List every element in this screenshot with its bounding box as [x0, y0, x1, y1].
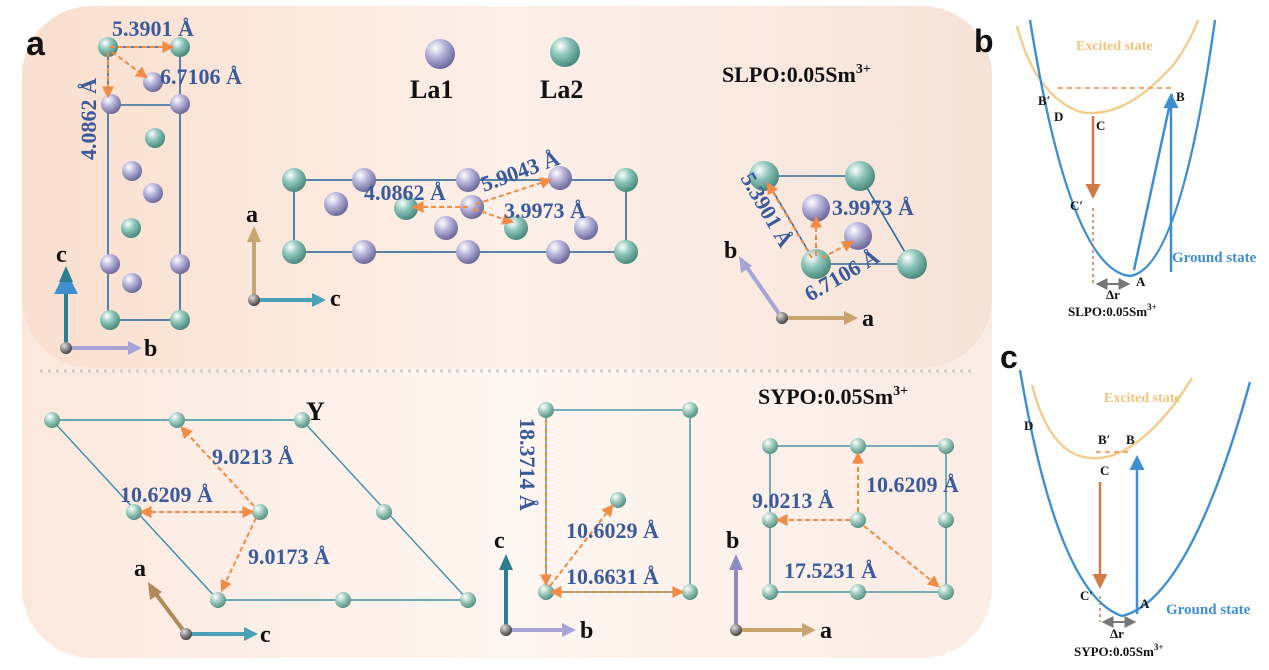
- sypo-structure-ab-view: 9.0213 Å 10.6209 Å 17.5231 Å: [752, 438, 959, 600]
- c-point-C: C: [1100, 463, 1109, 478]
- slpo-distance-6.7106-top: 6.7106 Å: [160, 64, 242, 89]
- sypo-distance-10.6029: 10.6029 Å: [566, 518, 659, 543]
- slpo-structure-ac-view: 4.0862 Å 5.9043 Å 3.9973 Å: [282, 145, 638, 264]
- c-point-B: B: [1126, 432, 1135, 447]
- b-ground-state-label: Ground state: [1172, 250, 1257, 266]
- axis-label-b-3: b: [724, 238, 737, 264]
- c-point-Bp: B′: [1098, 432, 1110, 447]
- c-caption: SYPO:0.05Sm3+: [1074, 642, 1163, 659]
- b-point-Bp: B′: [1038, 93, 1050, 108]
- legend-la2-atom: [550, 37, 580, 67]
- slpo-distance-3.9973-ac: 3.9973 Å: [504, 198, 586, 223]
- panel-label-a: a: [26, 25, 46, 63]
- c-point-A: A: [1140, 596, 1150, 611]
- sypo-distance-9.0173: 9.0173 Å: [248, 544, 330, 569]
- axis-label-a-2: a: [246, 202, 258, 228]
- sypo-ac-atoms: [44, 412, 476, 608]
- c-excited-state-label: Excited state: [1104, 391, 1181, 406]
- sypo-distance-9.0213-ab: 9.0213 Å: [752, 488, 834, 513]
- b-point-D: D: [1054, 109, 1063, 124]
- b-point-C: C: [1096, 118, 1105, 133]
- legend: La1 La2: [410, 37, 583, 104]
- b-point-Cp: C′: [1070, 198, 1083, 213]
- axis-label-b-5: b: [580, 618, 593, 644]
- sypo-distance-17.5231: 17.5231 Å: [784, 558, 877, 583]
- sypo-bc-arrows: [540, 420, 685, 598]
- sypo-ab-arrows: [775, 451, 940, 588]
- slpo-distance-3.9973-ab: 3.9973 Å: [832, 195, 914, 220]
- legend-y-label: Y: [306, 397, 325, 426]
- b-point-A: A: [1136, 274, 1146, 289]
- sypo-structure-bc-view: 18.3714 Å 10.6029 Å 10.6631 Å: [515, 402, 698, 600]
- axes-sypo-ac: a c: [134, 556, 271, 648]
- slpo-bc-atoms: [98, 37, 190, 330]
- slpo-distance-4.0862-vertical: 4.0862 Å: [76, 78, 101, 160]
- slpo-distance-5.3901-top: 5.3901 Å: [112, 16, 194, 41]
- panel-a-top-shade: [22, 6, 992, 368]
- axis-label-a-3: a: [862, 306, 874, 332]
- slpo-ab-arrows: [766, 181, 855, 259]
- b-delta-r: Δr: [1106, 287, 1120, 302]
- sypo-compound-label: SYPO:0.05Sm3+: [758, 384, 908, 409]
- axis-label-c-5: c: [494, 528, 505, 554]
- slpo-compound-label: SLPO:0.05Sm3+: [722, 62, 871, 87]
- energy-diagram-c: Excited state Ground state B B′ D C C′ A…: [1018, 369, 1252, 659]
- panel-label-b: b: [974, 23, 994, 59]
- c-point-D: D: [1024, 418, 1033, 433]
- slpo-distance-4.0862-ac: 4.0862 Å: [364, 180, 446, 205]
- sypo-distance-18.3714: 18.3714 Å: [515, 418, 540, 511]
- axis-label-a-6: a: [820, 618, 832, 644]
- axes-bc: c b: [54, 242, 157, 362]
- axes-ab: b a: [724, 238, 874, 332]
- b-caption: SLPO:0.05Sm3+: [1068, 302, 1157, 319]
- c-point-Cp: C′: [1080, 588, 1093, 603]
- legend-la1-atom: [425, 39, 455, 69]
- axis-label-c-2: c: [330, 286, 341, 312]
- axis-label-a-4: a: [134, 556, 146, 582]
- slpo-ac-atoms: [282, 166, 638, 264]
- axis-label-c-4: c: [260, 622, 271, 648]
- axes-ac: a c: [246, 202, 341, 312]
- axes-sypo-ab: b a: [726, 528, 832, 644]
- axis-label-b: b: [144, 336, 157, 362]
- slpo-ac-arrows: [411, 177, 553, 225]
- c-ground-state-label: Ground state: [1166, 602, 1251, 618]
- legend-la2-label: La2: [540, 75, 583, 104]
- sypo-distance-10.6209: 10.6209 Å: [120, 482, 213, 507]
- axes-sypo-bc: c b: [494, 528, 593, 644]
- legend-la1-label: La1: [410, 75, 453, 104]
- sypo-ab-atoms: [762, 438, 954, 600]
- b-point-B: B: [1176, 89, 1185, 104]
- c-delta-r: Δr: [1110, 626, 1124, 641]
- sypo-distance-9.0213: 9.0213 Å: [212, 444, 294, 469]
- slpo-bc-arrows: [102, 41, 175, 99]
- sypo-structure-ac-view: Y 9.0213 Å 10.6209 Å 9.0173 Å: [44, 397, 476, 608]
- sypo-distance-10.6631: 10.6631 Å: [566, 564, 659, 589]
- panel-label-c: c: [1000, 339, 1018, 375]
- energy-diagram-b: Excited state Ground state B B′ D C C′ A…: [1015, 19, 1257, 319]
- axis-label-b-6: b: [726, 528, 739, 554]
- sypo-ac-arrows: [139, 426, 257, 593]
- axis-label-c: c: [56, 242, 67, 268]
- b-excited-state-label: Excited state: [1076, 39, 1153, 54]
- slpo-structure-bc-view: 5.3901 Å 6.7106 Å 4.0862 Å: [76, 16, 242, 330]
- sypo-distance-10.6209-ab: 10.6209 Å: [866, 472, 959, 497]
